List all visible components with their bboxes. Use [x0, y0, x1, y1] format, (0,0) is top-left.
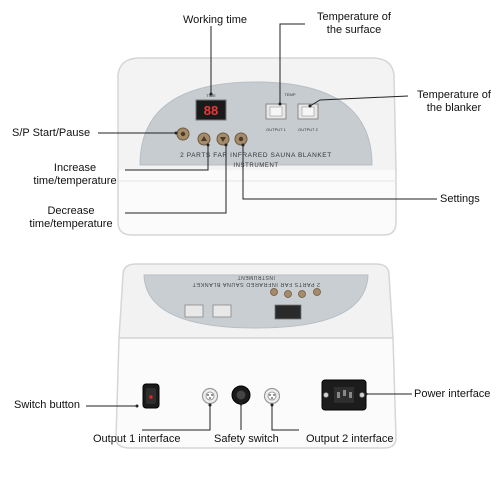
device-top-view: 88 TIME TEMP OUTPUT 1 OUTPUT 2 2 PARTS F…: [98, 23, 437, 236]
back-panel-text-line2: INSTRUMENT: [237, 274, 275, 280]
output1-label: OUTPUT 1: [266, 127, 286, 132]
device-back-view: 2 PARTS FAR INFRARED SAUNA BLANKET INSTR…: [86, 263, 412, 449]
settings-button[interactable]: [234, 132, 248, 146]
output2-port[interactable]: [263, 387, 281, 405]
label-power-interface: Power interface: [414, 388, 491, 400]
label-temperature-blanket: Temperature of the blanker: [417, 89, 491, 114]
back-panel-text-line1: 2 PARTS FAR INFRARED SAUNA BLANKET: [192, 281, 320, 287]
front-panel-text-line1: 2 PARTS FAR INFRARED SAUNA BLANKET: [180, 152, 332, 159]
label-increase: Increase time/temperature: [33, 162, 117, 187]
power-switch-button[interactable]: [142, 383, 160, 409]
label-settings: Settings: [440, 193, 480, 205]
decrease-button[interactable]: [216, 132, 230, 146]
time-label: TIME: [206, 93, 216, 98]
time-display-value: 88: [204, 103, 218, 118]
label-start-pause: S/P Start/Pause: [12, 127, 91, 139]
label-working-time: Working time: [183, 14, 247, 26]
label-output1-interface: Output 1 interface: [93, 433, 181, 445]
start-pause-button[interactable]: [176, 127, 190, 141]
label-decrease: Decrease time/temperature: [29, 205, 113, 230]
time-display: [195, 99, 227, 121]
label-switch-button: Switch button: [14, 399, 81, 411]
output1-port[interactable]: [201, 387, 219, 405]
power-interface[interactable]: [321, 379, 367, 411]
label-temperature-surface: Temperature of the surface: [317, 11, 391, 36]
safety-switch[interactable]: [231, 385, 251, 405]
label-safety-switch: Safety switch: [214, 433, 279, 445]
output2-label: OUTPUT 2: [298, 127, 318, 132]
label-output2-interface: Output 2 interface: [306, 433, 394, 445]
increase-button[interactable]: [197, 132, 211, 146]
front-panel-text-line2: INSTRUMENT: [233, 163, 278, 169]
temp-label: TEMP: [284, 92, 295, 97]
